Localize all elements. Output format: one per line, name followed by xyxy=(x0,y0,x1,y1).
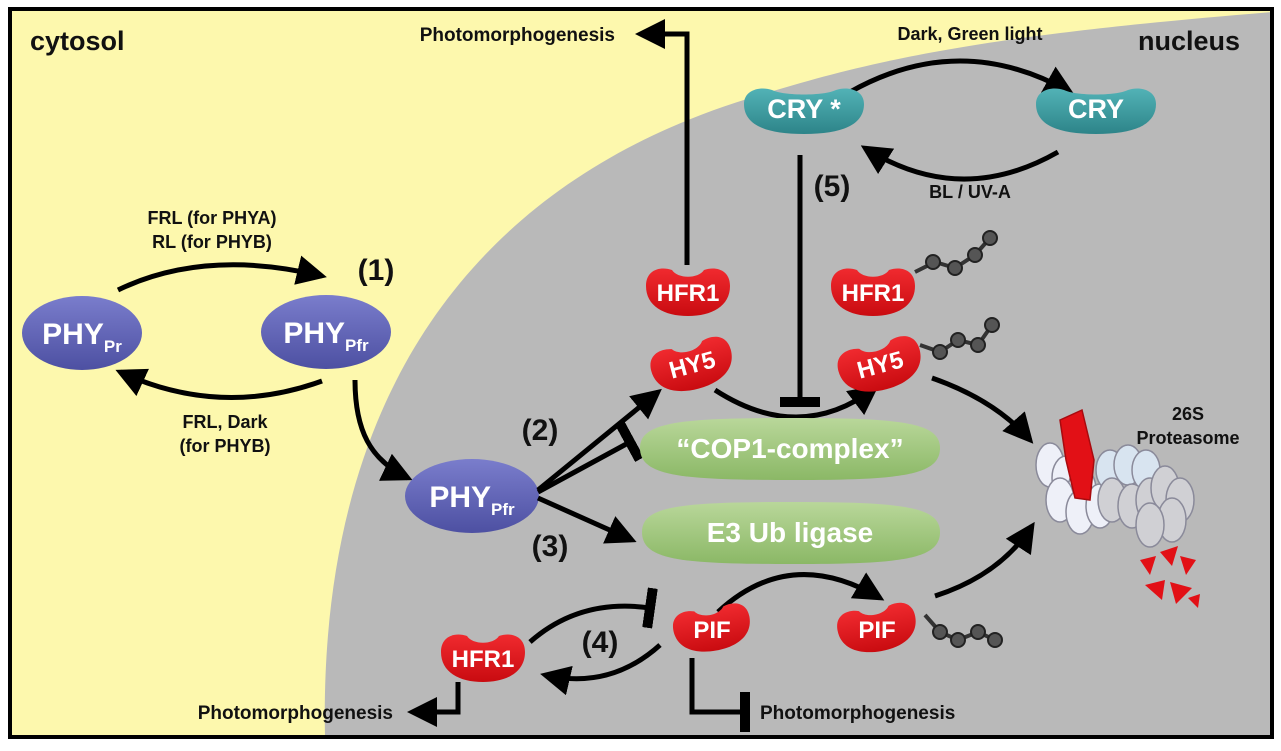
rl-phyb-label: RL (for PHYB) xyxy=(152,232,272,252)
step-5-label: (5) xyxy=(814,170,851,203)
e3-ligase-node: E3 Ub ligase xyxy=(642,502,940,564)
nucleus-label: nucleus xyxy=(1138,26,1240,56)
proteasome-26s xyxy=(1035,408,1195,548)
cop1-label: “COP1-complex” xyxy=(676,433,903,464)
ubiquitin-chain-hy5 xyxy=(919,317,1000,360)
arrow-hy5-ubiquitination xyxy=(713,384,879,420)
step-4-label: (4) xyxy=(582,626,619,659)
phy-pfr-nucleus-main: PHY xyxy=(429,481,491,514)
phy-pfr-nucleus-node: PHYPfr xyxy=(405,459,539,533)
pif-right-label: PIF xyxy=(858,617,895,644)
cry-star-label: CRY * xyxy=(767,94,841,124)
ubiquitin-chain-hfr1 xyxy=(914,230,998,276)
phy-pfr-nucleus-sub: Pfr xyxy=(491,500,515,519)
dark-green-label: Dark, Green light xyxy=(897,24,1042,44)
arrow-import-nucleus xyxy=(352,379,413,481)
step-3-label: (3) xyxy=(532,530,569,563)
bl-uva-label: BL / UV-A xyxy=(929,182,1011,202)
frl-phya-label: FRL (for PHYA) xyxy=(147,208,276,228)
svg-text:PHYPfr: PHYPfr xyxy=(429,481,515,519)
svg-text:PHYPfr: PHYPfr xyxy=(283,317,369,355)
phy-pfr-cytosol-main: PHY xyxy=(283,317,345,350)
arrow-hy5-to-proteasome xyxy=(931,375,1034,444)
inhibit-hfr1-pif xyxy=(528,587,658,644)
degraded-fragments xyxy=(1140,546,1200,608)
step-2-label: (2) xyxy=(522,414,559,447)
svg-text:PHYPr: PHYPr xyxy=(42,318,122,356)
cry-label: CRY xyxy=(1068,94,1124,124)
pif-right-node: PIF xyxy=(834,600,921,658)
cry-star-node: CRY * xyxy=(744,88,864,134)
arrow-pif-to-hfr1 xyxy=(540,643,662,696)
hfr1-bottom-label: HFR1 xyxy=(452,646,515,673)
arrow-phy-to-hy5 xyxy=(536,388,662,492)
hfr1-bottom-node: HFR1 xyxy=(441,634,525,682)
pif-left-node: PIF xyxy=(670,600,755,658)
frame-border xyxy=(8,7,1274,739)
photomorph-bottom-left-label: Photomorphogenesis xyxy=(198,703,393,724)
cop1-complex-node: “COP1-complex” xyxy=(640,418,940,480)
hfr1-top-node: HFR1 xyxy=(646,268,730,316)
phy-pfr-cytosol-node: PHYPfr xyxy=(261,295,391,369)
cry-node: CRY xyxy=(1036,88,1156,134)
phy-pfr-cytosol-sub: Pfr xyxy=(345,336,369,355)
arrow-cry-to-cry-star xyxy=(860,145,1060,182)
pif-left-label: PIF xyxy=(693,617,730,644)
arrow-cry-star-to-cry xyxy=(848,58,1075,95)
hfr1-ub-node: HFR1 xyxy=(831,268,915,316)
ubiquitin-chain-pif xyxy=(923,613,1003,648)
frl-dark-label: FRL, Dark xyxy=(182,412,268,432)
hy5-left-node: HY5 xyxy=(646,333,739,400)
for-phyb-label: (for PHYB) xyxy=(180,436,271,456)
hfr1-top-label: HFR1 xyxy=(657,280,720,307)
inhibit-phy-cop1 xyxy=(536,422,644,495)
arrow-pif-to-proteasome xyxy=(934,521,1035,599)
hy5-right-node: HY5 xyxy=(833,332,928,400)
arrow-pfr-to-pr xyxy=(115,368,323,400)
phy-pr-main: PHY xyxy=(42,318,104,351)
phy-pr-sub: Pr xyxy=(104,337,122,356)
cytosol-label: cytosol xyxy=(30,26,125,56)
arrow-hfr1-bottom-photomorph xyxy=(407,682,461,727)
arrow-pr-to-pfr xyxy=(116,255,327,293)
photomorph-bottom-right-label: Photomorphogenesis xyxy=(760,703,955,724)
arrow-phy-to-e3 xyxy=(536,495,637,544)
hfr1-ub-label: HFR1 xyxy=(842,280,905,307)
phy-pr-node: PHYPr xyxy=(22,296,142,370)
photomorph-top-label: Photomorphogenesis xyxy=(420,25,615,46)
e3-label: E3 Ub ligase xyxy=(707,517,874,548)
proteasome-label-2: Proteasome xyxy=(1136,428,1239,448)
inhibit-pif-photomorph xyxy=(689,658,750,732)
step-1-label: (1) xyxy=(358,254,395,287)
arrow-hfr1-photomorph xyxy=(635,19,690,265)
arrow-pif-ubiquitination xyxy=(716,572,885,614)
proteasome-label-1: 26S xyxy=(1172,404,1204,424)
